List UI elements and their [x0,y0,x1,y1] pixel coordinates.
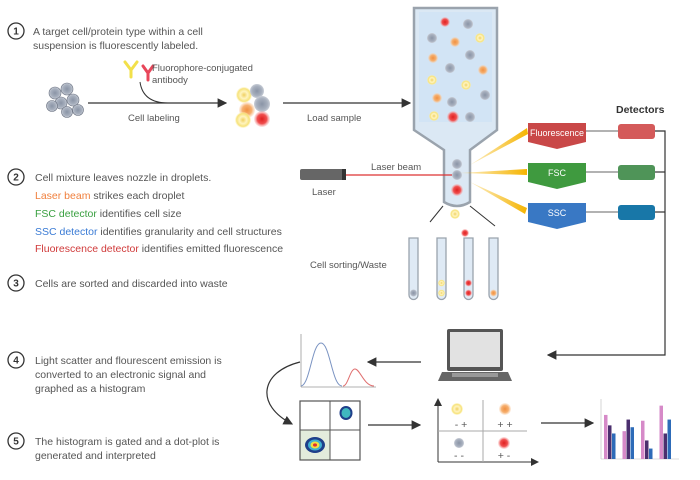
detector-cylinder-icon [618,124,655,139]
detector-label: Fluorescence [530,128,584,138]
bar [626,419,630,459]
bar [645,440,649,459]
detectors-heading: Detectors [616,104,665,116]
labeled-cells-icon [235,84,270,128]
laser-beam-label: Laser beam [371,162,421,173]
bar [659,405,663,459]
droplet-icon [461,229,469,237]
gated-dot-plot [299,400,361,461]
step-item: Laser beam strikes each droplet [35,190,184,202]
svg-text:4: 4 [13,356,19,367]
step-text: A target cell/protein type within a cell [33,26,203,38]
bar [630,427,634,459]
detector-label: FSC [548,168,567,178]
step-5: 5 The histogram is gated and a dot-plot … [7,432,219,462]
step-text: The histogram is gated and a dot-plot is [35,436,219,448]
bar [622,431,626,459]
step-2: 2 Cell mixture leaves nozzle in droplets… [7,168,283,255]
step-text: converted to an electronic signal and [35,369,206,381]
collection-tubes [408,237,499,301]
detector-ssc: SSC [528,203,655,229]
svg-text:2: 2 [13,173,19,184]
detector-fluorescence: Fluorescence [528,123,655,149]
step-4: 4 Light scatter and flourescent emission… [7,351,222,395]
step-text: graphed as a histogram [35,383,146,395]
histogram [300,334,376,388]
unlabeled-cells-icon [46,82,84,118]
detector-cylinder-icon [618,165,655,180]
bar [663,433,667,459]
step-1: 1 A target cell/protein type within a ce… [7,22,203,52]
svg-text:3: 3 [13,279,19,290]
scatter-light-beams [460,128,528,214]
quadrant-label: - + [455,419,468,431]
cell-sorting-label: Cell sorting/Waste [310,260,387,271]
step-item: Fluorescence detector identifies emitted… [35,243,283,255]
quadrant-label: + - [498,450,511,462]
step-number-circle [7,22,25,40]
step-number: 1 [13,27,19,38]
sorted-cells [410,279,497,297]
antibody-icon [123,60,155,82]
arrow-histogram-to-dotplot [266,361,301,425]
sort-line [429,205,444,223]
detector-fsc: FSC [528,163,655,189]
step-3: 3 Cells are sorted and discarded into wa… [7,274,228,292]
quadrant-label: - - [454,450,464,462]
step-item: FSC detector identifies cell size [35,208,182,220]
step-text: generated and interpreted [35,450,156,462]
bar [641,420,645,459]
laser-label: Laser [312,187,336,198]
load-sample-label: Load sample [307,113,361,124]
step-text: Light scatter and flourescent emission i… [35,355,222,367]
flow-cell-tube [412,6,499,208]
laser-aperture [342,169,346,180]
antibody-label: antibody [152,75,188,86]
droplet-icon [450,209,460,219]
bar [649,448,653,459]
bar [667,419,671,459]
quadrant-label: + + [497,419,512,431]
svg-text:5: 5 [13,437,19,448]
step-text: Cell mixture leaves nozzle in droplets. [35,172,211,184]
laptop-icon [438,329,512,381]
bar [612,433,616,459]
step-text: suspension is fluorescently labeled. [33,40,198,52]
quadrant-plot: - + + + - - + - [434,398,539,466]
cell-labeling-label: Cell labeling [128,113,180,124]
detector-cylinder-icon [618,205,655,220]
sort-line [469,205,496,227]
bar [608,425,612,459]
antibody-label: Fluorophore-conjugated [152,63,253,74]
bar [604,414,608,459]
arrow-detectors-to-computer [546,130,666,360]
step-item: SSC detector identifies granularity and … [35,226,282,238]
detector-label: SSC [548,208,567,218]
laser-device-icon [300,169,346,180]
result-bar-chart [600,399,679,460]
step-text: Cells are sorted and discarded into wast… [35,278,228,290]
